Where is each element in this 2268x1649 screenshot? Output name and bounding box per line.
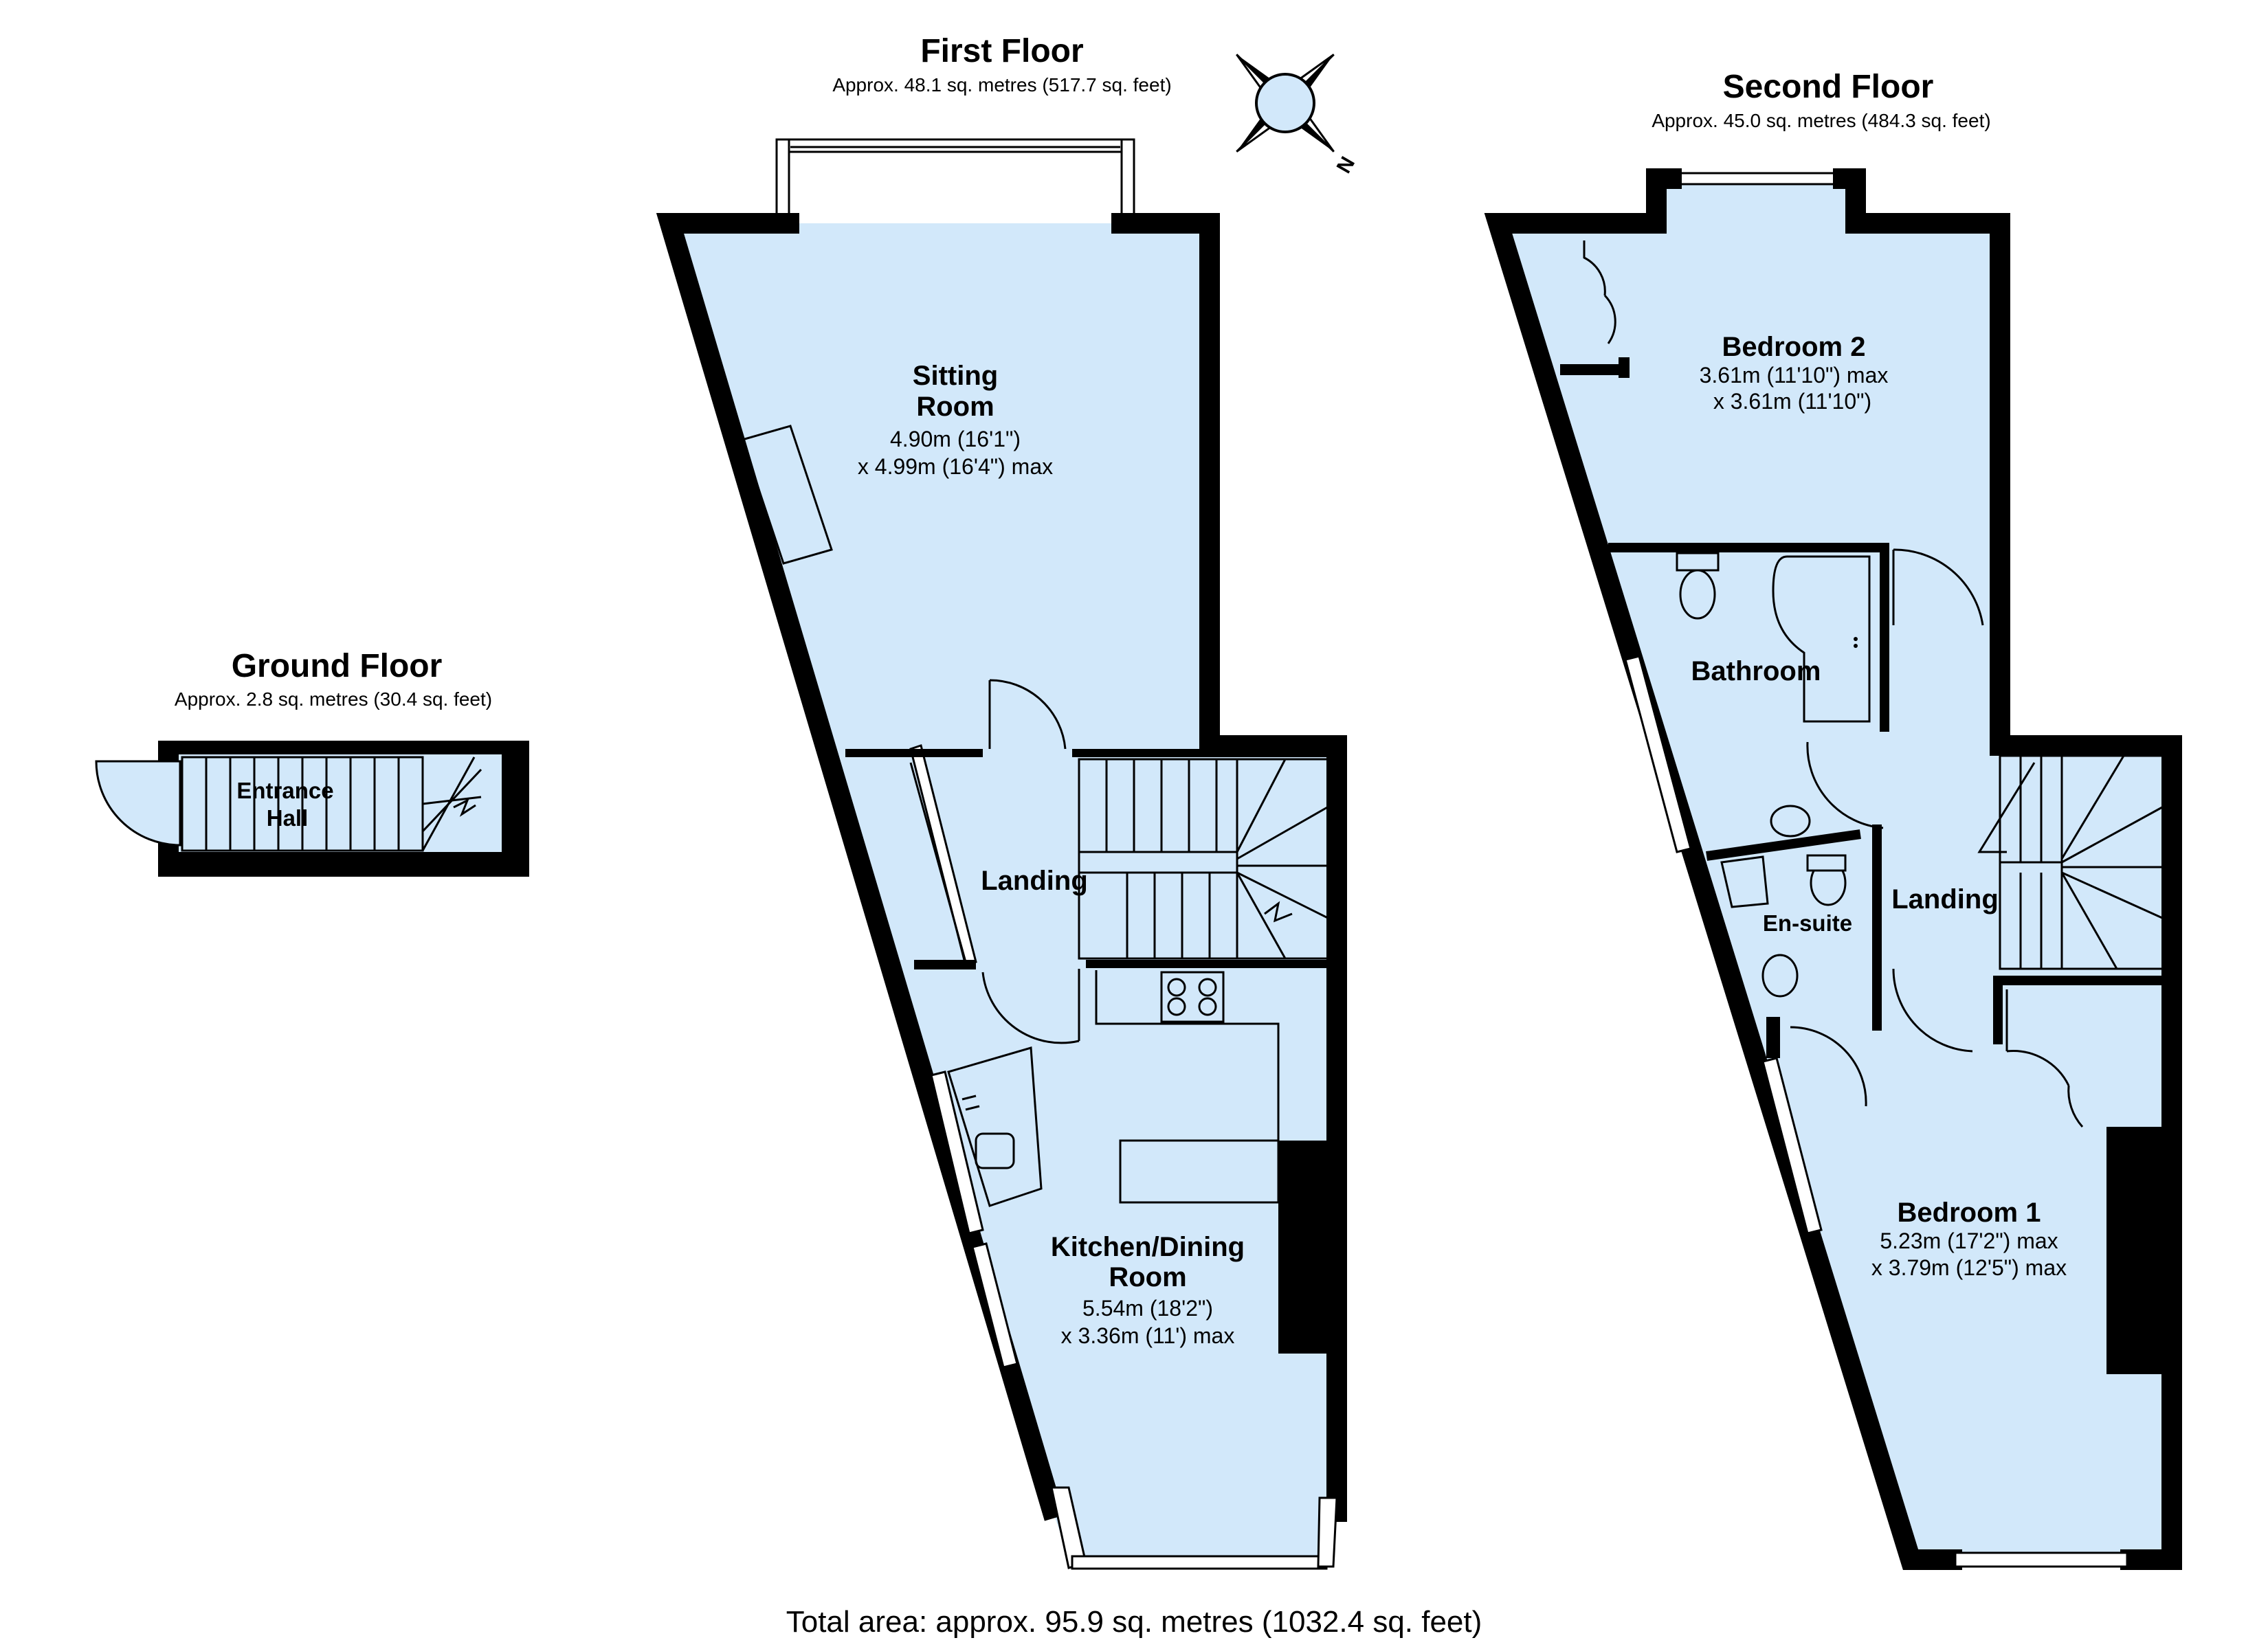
entrance-hall: Entrance Hall	[95, 741, 529, 877]
front-door-swing	[95, 760, 181, 846]
sitting-room-label: Sitting	[913, 361, 998, 391]
kitchen-dim-1: 5.54m (18'2")	[1082, 1296, 1213, 1321]
second-wall-right	[1833, 168, 2182, 1570]
entrance-hall-floor	[168, 750, 515, 853]
second-floor-stairs	[1977, 754, 2170, 970]
first-wall-sitting-landing-b	[1072, 749, 1337, 757]
bedroom1-door	[2005, 989, 2084, 1128]
toilet-cistern-icon	[1676, 552, 1720, 572]
bedroom2-window	[1670, 172, 1845, 186]
bedroom1-dim-2: x 3.79m (12'5") max	[1871, 1255, 2067, 1280]
ensuite-window	[1761, 1057, 1823, 1235]
hob-icon	[1160, 971, 1225, 1023]
bedroom1-dim-1: 5.23m (17'2") max	[1880, 1229, 2058, 1253]
first-floor-stairs	[1078, 758, 1335, 960]
first-floor-title: First Floor	[920, 33, 1083, 69]
ground-floor-area: Approx. 2.8 sq. metres (30.4 sq. feet)	[175, 688, 492, 710]
second-wall-left	[1484, 168, 1962, 1570]
kitchen-window-2	[971, 1242, 1019, 1369]
first-landing-label: Landing	[981, 866, 1088, 896]
bathroom-basin-icon	[1770, 805, 1811, 838]
second-floor: Second Floor Approx. 45.0 sq. metres (48…	[1484, 69, 2182, 1570]
bedroom2-wardrobe-doors	[1583, 240, 1616, 344]
bedroom2-dim-2: x 3.61m (11'10")	[1713, 389, 1871, 414]
kitchen-label: Kitchen/Dining	[1051, 1232, 1245, 1262]
second-wall-ensuite-landing	[1872, 824, 1882, 1031]
bathroom-door	[1892, 548, 1984, 626]
second-wall-bath-ensuite	[1706, 829, 1861, 861]
kitchen-worktop	[1095, 970, 1280, 1141]
sink-icon	[975, 1132, 1015, 1169]
bedroom1-label: Bedroom 1	[1898, 1198, 2041, 1228]
ground-wall-right	[502, 741, 529, 877]
shower-icon	[1720, 855, 1769, 908]
sitting-room-bay-window	[775, 138, 1135, 220]
first-wall-landing-kitchen	[1086, 960, 1337, 968]
compass-north-label: N	[1333, 153, 1359, 177]
ground-wall-corner-bottom	[158, 842, 179, 877]
bathroom-fixtures	[1676, 552, 1884, 838]
front-door	[95, 760, 181, 846]
second-wall-landing-bed1	[1993, 976, 2172, 985]
second-wall-bed2-bath	[1608, 543, 1883, 552]
second-wall-bath-landing	[1880, 543, 1889, 732]
second-landing-label: Landing	[1891, 884, 1999, 915]
ground-wall-corner-top	[158, 741, 179, 761]
sitting-room-dim-2: x 4.99m (16'4") max	[858, 454, 1053, 479]
bath-icon	[1772, 555, 1871, 723]
ensuite-basin-icon	[1761, 954, 1799, 998]
ground-stairs	[181, 756, 482, 852]
landing-cupboard-door	[1892, 968, 1973, 1053]
stairs-arrow-icon	[453, 798, 476, 817]
first-floor-area: Approx. 48.1 sq. metres (517.7 sq. feet)	[832, 74, 1171, 96]
toilet-icon	[1679, 569, 1716, 620]
first-wall-sitting-landing-a	[845, 749, 983, 757]
bathroom-window	[1624, 655, 1692, 853]
compass-rose-icon	[1255, 73, 1315, 133]
chimney-breast-kitchen	[1278, 1141, 1337, 1354]
ensuite-door-swing	[1790, 1026, 1867, 1107]
first-wall-right	[1111, 213, 1347, 1522]
bedroom2-dim-1: 3.61m (11'10") max	[1700, 363, 1889, 388]
compass: N	[1236, 54, 1359, 177]
ground-floor: Ground Floor Approx. 2.8 sq. metres (30.…	[95, 648, 529, 877]
bathroom-label: Bathroom	[1691, 656, 1821, 686]
ground-wall-top	[158, 741, 529, 754]
kitchen-window-1	[930, 1070, 984, 1235]
kitchen-dim-2: x 3.36m (11') max	[1061, 1323, 1235, 1348]
kitchen-island	[1119, 1139, 1280, 1204]
kitchen-label-2: Room	[1109, 1262, 1186, 1292]
kitchen-door	[981, 969, 1080, 1044]
first-wall-left	[656, 213, 1065, 1521]
ground-wall-bottom	[158, 852, 529, 877]
first-floor: First Floor Approx. 48.1 sq. metres (517…	[656, 33, 1347, 1570]
bedroom2-label: Bedroom 2	[1722, 332, 1866, 362]
entrance-hall-label-2: Hall	[267, 805, 309, 831]
ensuite-label: En-suite	[1763, 910, 1852, 936]
bathroom-door-swing	[1806, 741, 1884, 829]
ensuite-fixtures	[1720, 854, 1867, 1107]
sitting-room-dim-1: 4.90m (16'1")	[890, 427, 1021, 451]
entrance-hall-label: Entrance	[236, 778, 333, 803]
chimney-breast-bedroom1	[2106, 1127, 2172, 1374]
kitchen-units	[947, 970, 1280, 1207]
first-stairs-arrow-icon	[1264, 901, 1293, 923]
kitchen-bay-window	[1050, 1486, 1338, 1570]
bedroom1-window	[1954, 1551, 2128, 1568]
landing-cupboard	[909, 762, 967, 963]
first-wall-landing-kitchen-left	[914, 960, 976, 969]
first-floor-fill	[670, 223, 1337, 1567]
second-floor-title: Second Floor	[1723, 69, 1934, 105]
first-stairs-outline	[1078, 758, 1335, 960]
sitting-room-door	[988, 679, 1067, 750]
total-area: Total area: approx. 95.9 sq. metres (103…	[786, 1605, 1482, 1639]
sitting-room-label-2: Room	[916, 392, 994, 422]
ground-floor-title: Ground Floor	[232, 648, 443, 684]
sitting-room-fireplace	[741, 425, 833, 565]
bedroom2-wardrobe-wall	[1560, 364, 1629, 375]
second-floor-area: Approx. 45.0 sq. metres (484.3 sq. feet)	[1652, 110, 1990, 131]
